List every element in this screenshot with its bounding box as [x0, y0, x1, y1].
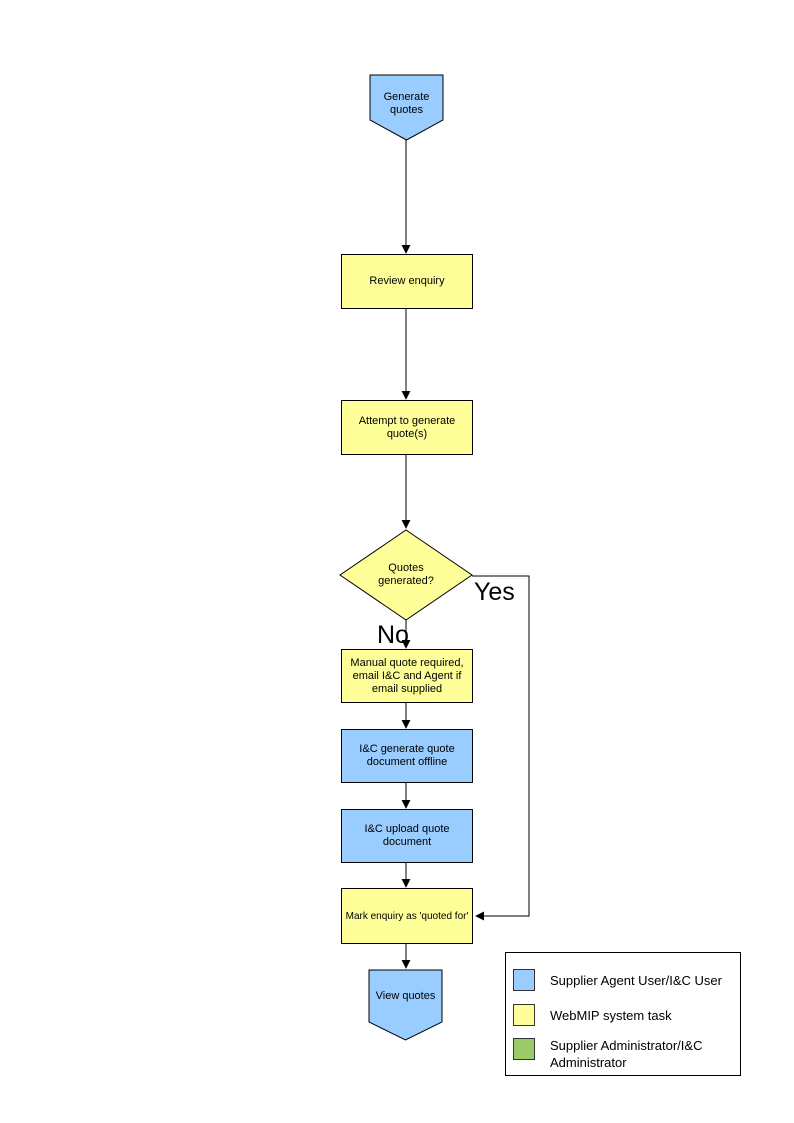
node-review-enquiry: Review enquiry: [341, 254, 473, 309]
legend-box: Supplier Agent User/I&C User WebMIP syst…: [505, 952, 741, 1076]
edge-decision-mark-yes: [472, 575, 530, 921]
node-end-text: View quotes: [375, 989, 436, 1002]
node-attempt-generate: Attempt to generate quote(s): [341, 400, 473, 455]
node-start-terminator: [369, 74, 444, 141]
legend-label-supplier-agent: Supplier Agent User/I&C User: [550, 972, 722, 988]
node-start-text: Generate quotes: [383, 91, 430, 116]
node-manual-quote: Manual quote required, email I&C and Age…: [341, 649, 473, 703]
node-mark-quoted-text: Mark enquiry as 'quoted for': [345, 910, 469, 922]
legend-label-supplier-admin: Supplier Administrator/I&C Administrator: [550, 1038, 703, 1070]
legend-swatch-yellow: [513, 1004, 535, 1026]
legend-item-supplier-admin: Supplier Administrator/I&C Administrator: [513, 1038, 728, 1071]
branch-label-no: No: [377, 621, 409, 649]
node-end-terminator: [368, 969, 443, 1041]
node-end-label: View quotes: [369, 983, 442, 1009]
node-upload-document-text: I&C upload quote document: [364, 823, 450, 848]
legend-item-webmip-task: WebMIP system task: [513, 1004, 672, 1026]
node-attempt-generate-text: Attempt to generate quote(s): [358, 414, 456, 440]
legend-item-supplier-agent: Supplier Agent User/I&C User: [513, 969, 722, 991]
legend-swatch-blue: [513, 969, 535, 991]
node-decision-label: Quotes generated?: [363, 560, 449, 590]
node-mark-quoted: Mark enquiry as 'quoted for': [341, 888, 473, 944]
legend-swatch-green: [513, 1038, 535, 1060]
node-decision-text: Quotes generated?: [378, 562, 434, 587]
node-review-enquiry-text: Review enquiry: [369, 275, 445, 287]
branch-label-yes: Yes: [474, 578, 515, 606]
node-start-label: Generate quotes: [370, 84, 443, 124]
node-manual-quote-text: Manual quote required, email I&C and Age…: [350, 656, 464, 695]
node-decision-diamond: [339, 529, 473, 621]
node-upload-document: I&C upload quote document: [341, 809, 473, 863]
legend-label-webmip-task: WebMIP system task: [550, 1007, 672, 1023]
node-generate-offline: I&C generate quote document offline: [341, 729, 473, 783]
node-generate-offline-text: I&C generate quote document offline: [359, 743, 455, 768]
